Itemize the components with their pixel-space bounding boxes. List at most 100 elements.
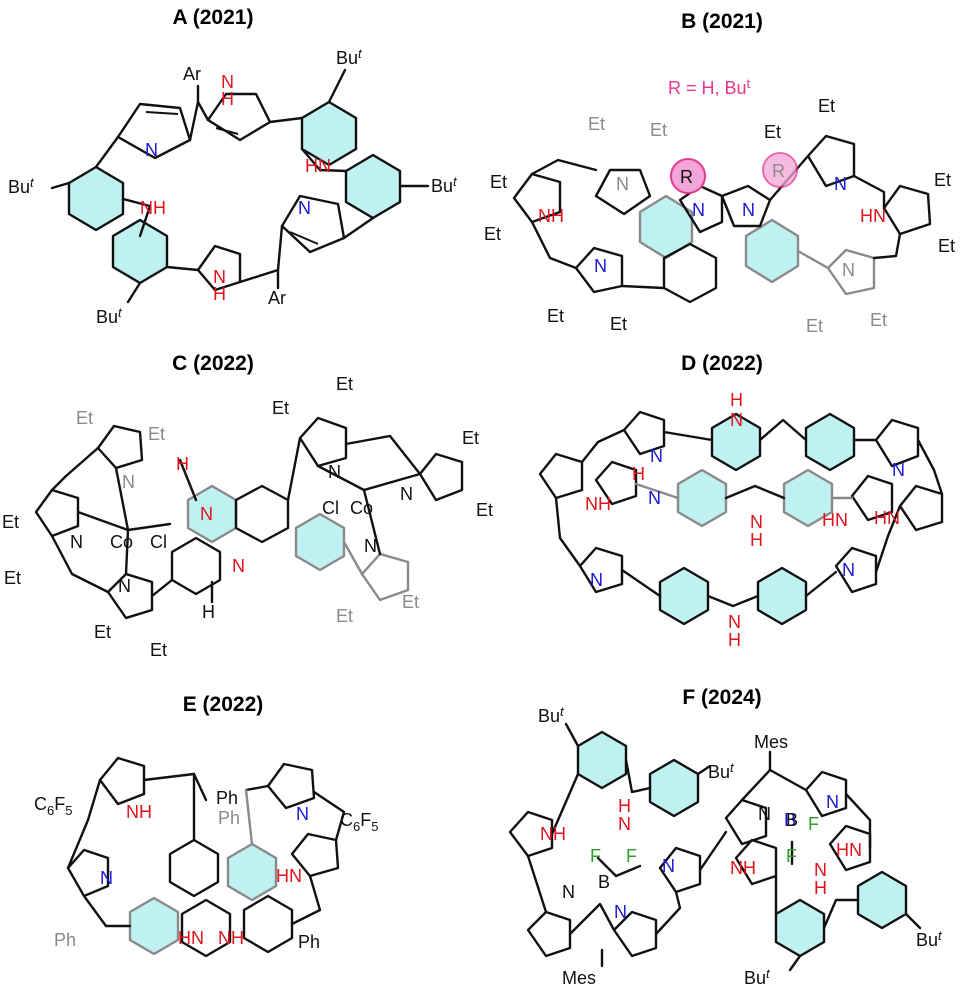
- carbazole-ring: [744, 218, 800, 284]
- label-nh: N: [221, 72, 234, 92]
- label-n: N: [200, 504, 213, 524]
- label-b: B: [786, 810, 798, 830]
- label-et: Et: [547, 306, 564, 326]
- carbazole-ring: [67, 165, 125, 232]
- label-nh: H: [618, 796, 631, 816]
- label-hn: HN: [874, 508, 900, 528]
- label-n: N: [100, 868, 113, 888]
- label-n: N: [328, 462, 341, 482]
- benzene-ring: [128, 896, 180, 956]
- structure-c: [34, 416, 464, 620]
- label-et: Et: [148, 424, 165, 444]
- label-nh: H: [814, 878, 827, 898]
- label-but: But: [916, 928, 943, 950]
- label-nh: H: [730, 390, 743, 410]
- label-nh: NH: [140, 198, 166, 218]
- structure-a: [50, 68, 430, 304]
- label-but: But: [336, 46, 363, 68]
- label-n: N: [298, 198, 311, 218]
- label-nh: N: [728, 612, 741, 632]
- title-e: E (2022): [183, 693, 264, 716]
- carbazole-ring: [782, 468, 834, 528]
- label-f: F: [590, 846, 601, 866]
- label-nh: NH: [730, 858, 756, 878]
- carbazole-ring: [638, 194, 694, 260]
- label-but: But: [96, 305, 123, 327]
- label-n: N: [590, 570, 603, 590]
- label-h: H: [202, 602, 215, 622]
- label-et: Et: [818, 96, 835, 116]
- label-nh: N: [730, 410, 743, 430]
- label-n: N: [296, 804, 309, 824]
- label-c6f5: C6F5: [340, 810, 378, 834]
- label-nh: NH: [585, 494, 611, 514]
- label-et: Et: [870, 310, 887, 330]
- title-c: C (2022): [172, 352, 254, 375]
- label-et: Et: [650, 120, 667, 140]
- label-n: N: [145, 140, 158, 160]
- carbazole-ring: [294, 512, 346, 572]
- label-ph: Ph: [216, 788, 238, 808]
- label-et: Et: [610, 314, 627, 334]
- title-b: B (2021): [681, 10, 763, 33]
- label-n: N: [692, 200, 705, 220]
- label-et: Et: [484, 224, 501, 244]
- label-et: Et: [94, 622, 111, 642]
- label-hn: HN: [836, 840, 862, 860]
- label-et: Et: [588, 114, 605, 134]
- label-et: Et: [336, 374, 353, 394]
- note-r: R = H, But: [668, 76, 751, 98]
- structure-b: [512, 134, 932, 304]
- label-co: Co: [350, 498, 373, 518]
- label-n: N: [662, 856, 675, 876]
- title-d: D (2022): [681, 352, 763, 375]
- label-et: Et: [476, 500, 493, 520]
- label-et: Et: [150, 640, 167, 660]
- title-a: A (2021): [173, 6, 254, 29]
- label-et: Et: [462, 428, 479, 448]
- label-n: N: [122, 472, 135, 492]
- label-et: Et: [764, 122, 781, 142]
- label-ar: Ar: [268, 288, 286, 308]
- label-et: Et: [934, 170, 951, 190]
- carbazole-ring: [344, 153, 402, 220]
- label-n: N: [842, 560, 855, 580]
- carbazole-ring: [576, 730, 628, 790]
- label-n: N: [742, 200, 755, 220]
- label-hn: HN: [305, 156, 331, 176]
- r-marker: [670, 158, 706, 194]
- label-n: N: [562, 882, 575, 902]
- carbazole-ring: [710, 412, 762, 472]
- label-n: N: [842, 260, 855, 280]
- label-nh: N: [814, 860, 827, 880]
- label-n: N: [70, 532, 83, 552]
- label-b: B: [598, 872, 610, 892]
- label-nh: H: [213, 284, 226, 304]
- benzene-ring: [226, 842, 278, 902]
- label-n: N: [400, 484, 413, 504]
- label-n: N: [232, 556, 245, 576]
- label-cl: Cl: [322, 498, 339, 518]
- carbazole-ring: [804, 412, 856, 472]
- label-et: Et: [4, 568, 21, 588]
- label-nh: H: [750, 530, 763, 550]
- label-hn: HN: [860, 206, 886, 226]
- structure-e: [66, 756, 346, 958]
- label-f: F: [626, 846, 637, 866]
- label-co: Co: [110, 532, 133, 552]
- carbazole-ring: [774, 898, 826, 958]
- label-mes: Mes: [562, 968, 596, 988]
- label-f: F: [786, 846, 797, 866]
- label-et: Et: [2, 512, 19, 532]
- label-n: N: [834, 174, 847, 194]
- label-ph: Ph: [54, 930, 76, 950]
- label-et: Et: [806, 316, 823, 336]
- carbazole-ring: [111, 218, 169, 285]
- label-but: But: [708, 760, 735, 782]
- label-nh: N: [750, 512, 763, 532]
- label-b: B: [784, 810, 796, 830]
- structure-f: [508, 722, 922, 972]
- label-nh: H: [221, 89, 234, 109]
- label-ph: Ph: [298, 932, 320, 952]
